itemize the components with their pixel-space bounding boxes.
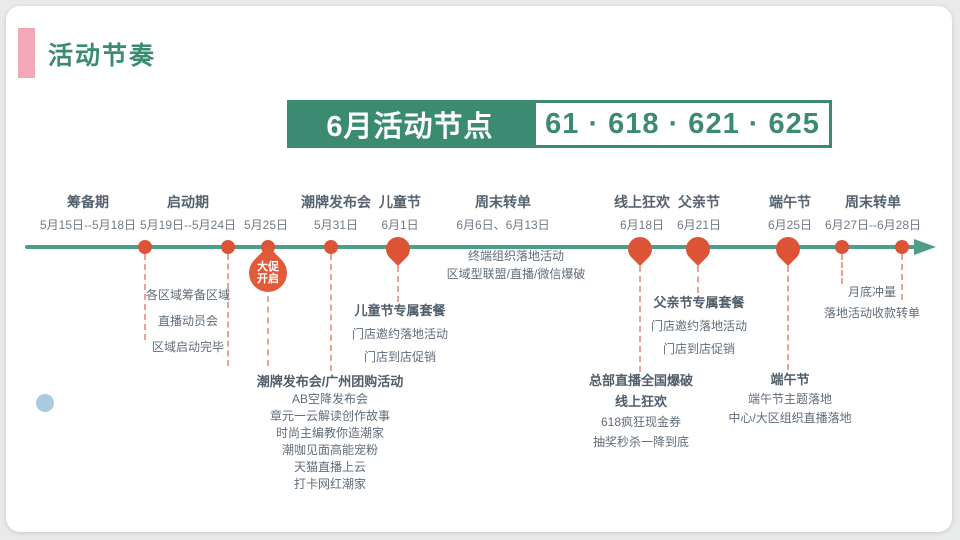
detail-block: 潮牌发布会/广州团购活动 AB空降发布会章元一云解读创作故事时尚主编教你造潮家潮咖… — [257, 375, 404, 491]
detail-block-line: 打卡网红潮家 — [293, 477, 366, 491]
milestone-name: 周末转单 — [844, 194, 901, 210]
detail-block-line: 终端组织落地活动 — [467, 249, 565, 263]
milestone-name — [244, 192, 288, 209]
page-title: 活动节奏 — [48, 42, 157, 70]
milestone-date: 5月19日--5月24日 — [139, 218, 237, 232]
detail-block-title: 父亲节专属套餐 — [653, 295, 745, 310]
milestone-date: 5月15日--5月18日 — [39, 218, 137, 232]
connector-dashed-line — [227, 254, 229, 366]
detail-block-line: 抽奖秒杀一降到底 — [592, 435, 690, 449]
promo-badge-line2: 开启 — [257, 273, 279, 285]
timeline-axis — [25, 245, 918, 249]
timeline-arrow-icon — [914, 239, 936, 255]
milestone-name: 儿童节 — [379, 194, 421, 210]
timeline-label: 周末转单 6月6日、6月13日 — [456, 192, 549, 233]
detail-block: 月底冲量落地活动收款转单 — [824, 286, 920, 320]
decorative-dot — [36, 394, 54, 412]
detail-block-line: 月底冲量 — [847, 285, 897, 299]
detail-block-line: 区域启动完毕 — [151, 340, 225, 354]
detail-block-line: 门店邀约落地活动 — [650, 319, 748, 333]
promo-start-badge: 大促 开启 — [241, 246, 295, 300]
milestone-name: 潮牌发布会 — [301, 194, 371, 210]
milestone-name: 周末转单 — [475, 194, 531, 210]
milestone-dot-icon — [895, 240, 909, 254]
milestone-date: 5月25日 — [243, 218, 289, 232]
connector-dashed-line — [144, 254, 146, 340]
milestone-date: 6月27日--6月28日 — [824, 218, 922, 232]
timeline-label: 5月25日 — [244, 192, 288, 233]
milestone-dot-icon — [138, 240, 152, 254]
detail-block-title: 端午节 — [770, 372, 810, 387]
detail-block-line: 门店到店促销 — [363, 350, 437, 364]
timeline-label: 儿童节 6月1日 — [379, 192, 421, 233]
detail-block-line: 中心/大区组织直播落地 — [728, 411, 852, 425]
timeline-label: 端午节 6月25日 — [768, 192, 812, 233]
connector-dashed-line — [330, 254, 332, 371]
connector-dashed-line — [787, 266, 789, 370]
promo-badge-text: 大促 开启 — [249, 254, 287, 292]
banner-label: 6月活动节点 — [287, 100, 533, 148]
detail-block-title: 线上狂欢 — [614, 394, 668, 409]
milestone-name: 筹备期 — [66, 194, 109, 210]
milestone-date: 6月1日 — [381, 218, 419, 232]
title-accent-bar — [18, 28, 35, 78]
detail-block: 总部直播全国爆破线上狂欢 618疯狂现金券抽奖秒杀一降到底 — [589, 374, 693, 449]
detail-block-line: 门店到店促销 — [662, 342, 736, 356]
milestone-name: 端午节 — [769, 194, 811, 210]
timeline-label: 线上狂欢 6月18日 — [614, 192, 670, 233]
milestone-date: 6月18日 — [619, 218, 665, 232]
connector-dashed-line — [697, 266, 699, 293]
milestone-date: 6月21日 — [676, 218, 722, 232]
milestone-date: 6月6日、6月13日 — [456, 218, 550, 232]
detail-block-line: 各区域筹备区域 — [145, 288, 231, 302]
connector-dashed-line — [267, 296, 269, 366]
detail-block-title: 儿童节专属套餐 — [354, 303, 446, 318]
connector-dashed-line — [901, 254, 903, 300]
detail-block-line: 落地活动收款转单 — [823, 306, 921, 320]
connector-dashed-line — [397, 266, 399, 302]
detail-block-line: AB空降发布会 — [291, 392, 368, 406]
promo-badge-line1: 大促 — [257, 261, 279, 273]
milestone-name: 父亲节 — [678, 194, 720, 210]
milestone-date: 6月25日 — [767, 218, 813, 232]
milestone-date: 5月31日 — [313, 218, 359, 232]
detail-block-line: 潮咖见面高能宠粉 — [281, 443, 378, 457]
detail-block-title: 总部直播全国爆破 — [588, 373, 694, 388]
timeline-label: 父亲节 6月21日 — [677, 192, 721, 233]
detail-block-line: 门店邀约落地活动 — [351, 327, 449, 341]
detail-block: 终端组织落地活动区域型联盟/直播/微信爆破 — [447, 250, 586, 281]
detail-block-line: 直播动员会 — [157, 314, 219, 328]
milestone-dot-icon — [324, 240, 338, 254]
detail-block: 父亲节专属套餐门店邀约落地活动门店到店促销 — [651, 296, 747, 356]
slide-card — [6, 6, 952, 532]
connector-dashed-line — [639, 266, 641, 372]
detail-block-title: 潮牌发布会/广州团购活动 — [256, 374, 404, 389]
timeline-label: 潮牌发布会 5月31日 — [301, 192, 371, 233]
timeline-label: 筹备期 5月15日--5月18日 — [40, 192, 136, 233]
detail-block-line: 时尚主编教你造潮家 — [275, 426, 384, 440]
milestone-name: 线上狂欢 — [614, 194, 670, 210]
timeline-label: 启动期 5月19日--5月24日 — [140, 192, 236, 233]
detail-block-line: 天猫直播上云 — [293, 460, 366, 474]
banner-dates: 61 · 618 · 621 · 625 — [533, 100, 832, 148]
connector-dashed-line — [841, 254, 843, 284]
milestone-dot-icon — [221, 240, 235, 254]
detail-block-line: 618疯狂现金券 — [600, 415, 682, 429]
detail-block: 端午节端午节主题落地中心/大区组织直播落地 — [728, 373, 851, 425]
timeline-label: 周末转单 6月27日--6月28日 — [825, 192, 921, 233]
milestone-name: 启动期 — [166, 194, 209, 210]
detail-block-line: 端午节主题落地 — [747, 392, 832, 406]
detail-block: 各区域筹备区域直播动员会区域启动完毕 — [146, 289, 230, 354]
detail-block: 儿童节专属套餐门店邀约落地活动门店到店促销 — [352, 304, 448, 364]
milestone-dot-icon — [835, 240, 849, 254]
detail-block-line: 区域型联盟/直播/微信爆破 — [446, 267, 586, 281]
detail-block-line: 章元一云解读创作故事 — [269, 409, 390, 423]
